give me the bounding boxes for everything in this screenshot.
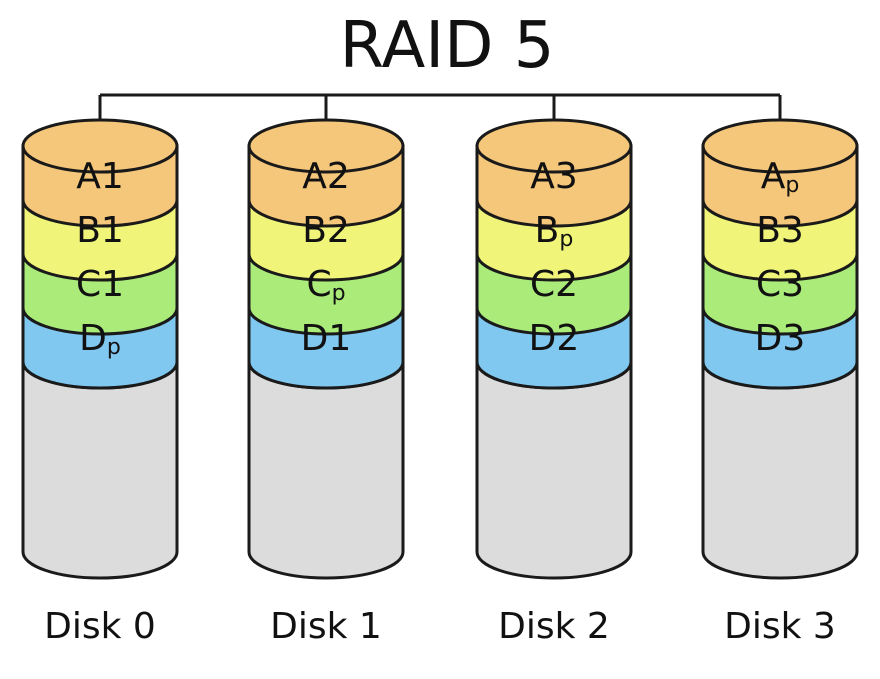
disk-top-cap	[247, 118, 405, 174]
block-label: D3	[755, 318, 806, 359]
disk-empty-space	[21, 361, 179, 580]
block-label: Dp	[79, 318, 121, 360]
block-label: B1	[76, 210, 124, 251]
block-label: C3	[756, 264, 804, 305]
block-label: A1	[76, 156, 124, 197]
block-label: A3	[530, 156, 578, 197]
block-label: B2	[302, 210, 350, 251]
block-label: C2	[530, 264, 578, 305]
controller-connector	[98, 93, 782, 146]
disk-empty-space	[247, 361, 405, 580]
disk-label: Disk 0	[44, 606, 156, 647]
disk-empty-space	[475, 361, 633, 580]
block-label: A2	[302, 156, 350, 197]
disk-empty-space	[701, 361, 859, 580]
disk-label: Disk 3	[724, 606, 836, 647]
disk-label: Disk 1	[270, 606, 382, 647]
block-label: C1	[76, 264, 124, 305]
disk-top-cap	[701, 118, 859, 174]
block-label: B3	[756, 210, 804, 251]
block-label: D1	[301, 318, 352, 359]
diagram-title: RAID 5	[340, 9, 555, 83]
block-label: Cp	[306, 264, 345, 306]
disk-top-cap	[475, 118, 633, 174]
disk-top-cap	[21, 118, 179, 174]
block-label: Ap	[761, 156, 800, 198]
block-label: Bp	[535, 210, 574, 252]
disk-label: Disk 2	[498, 606, 610, 647]
block-label: D2	[529, 318, 580, 359]
